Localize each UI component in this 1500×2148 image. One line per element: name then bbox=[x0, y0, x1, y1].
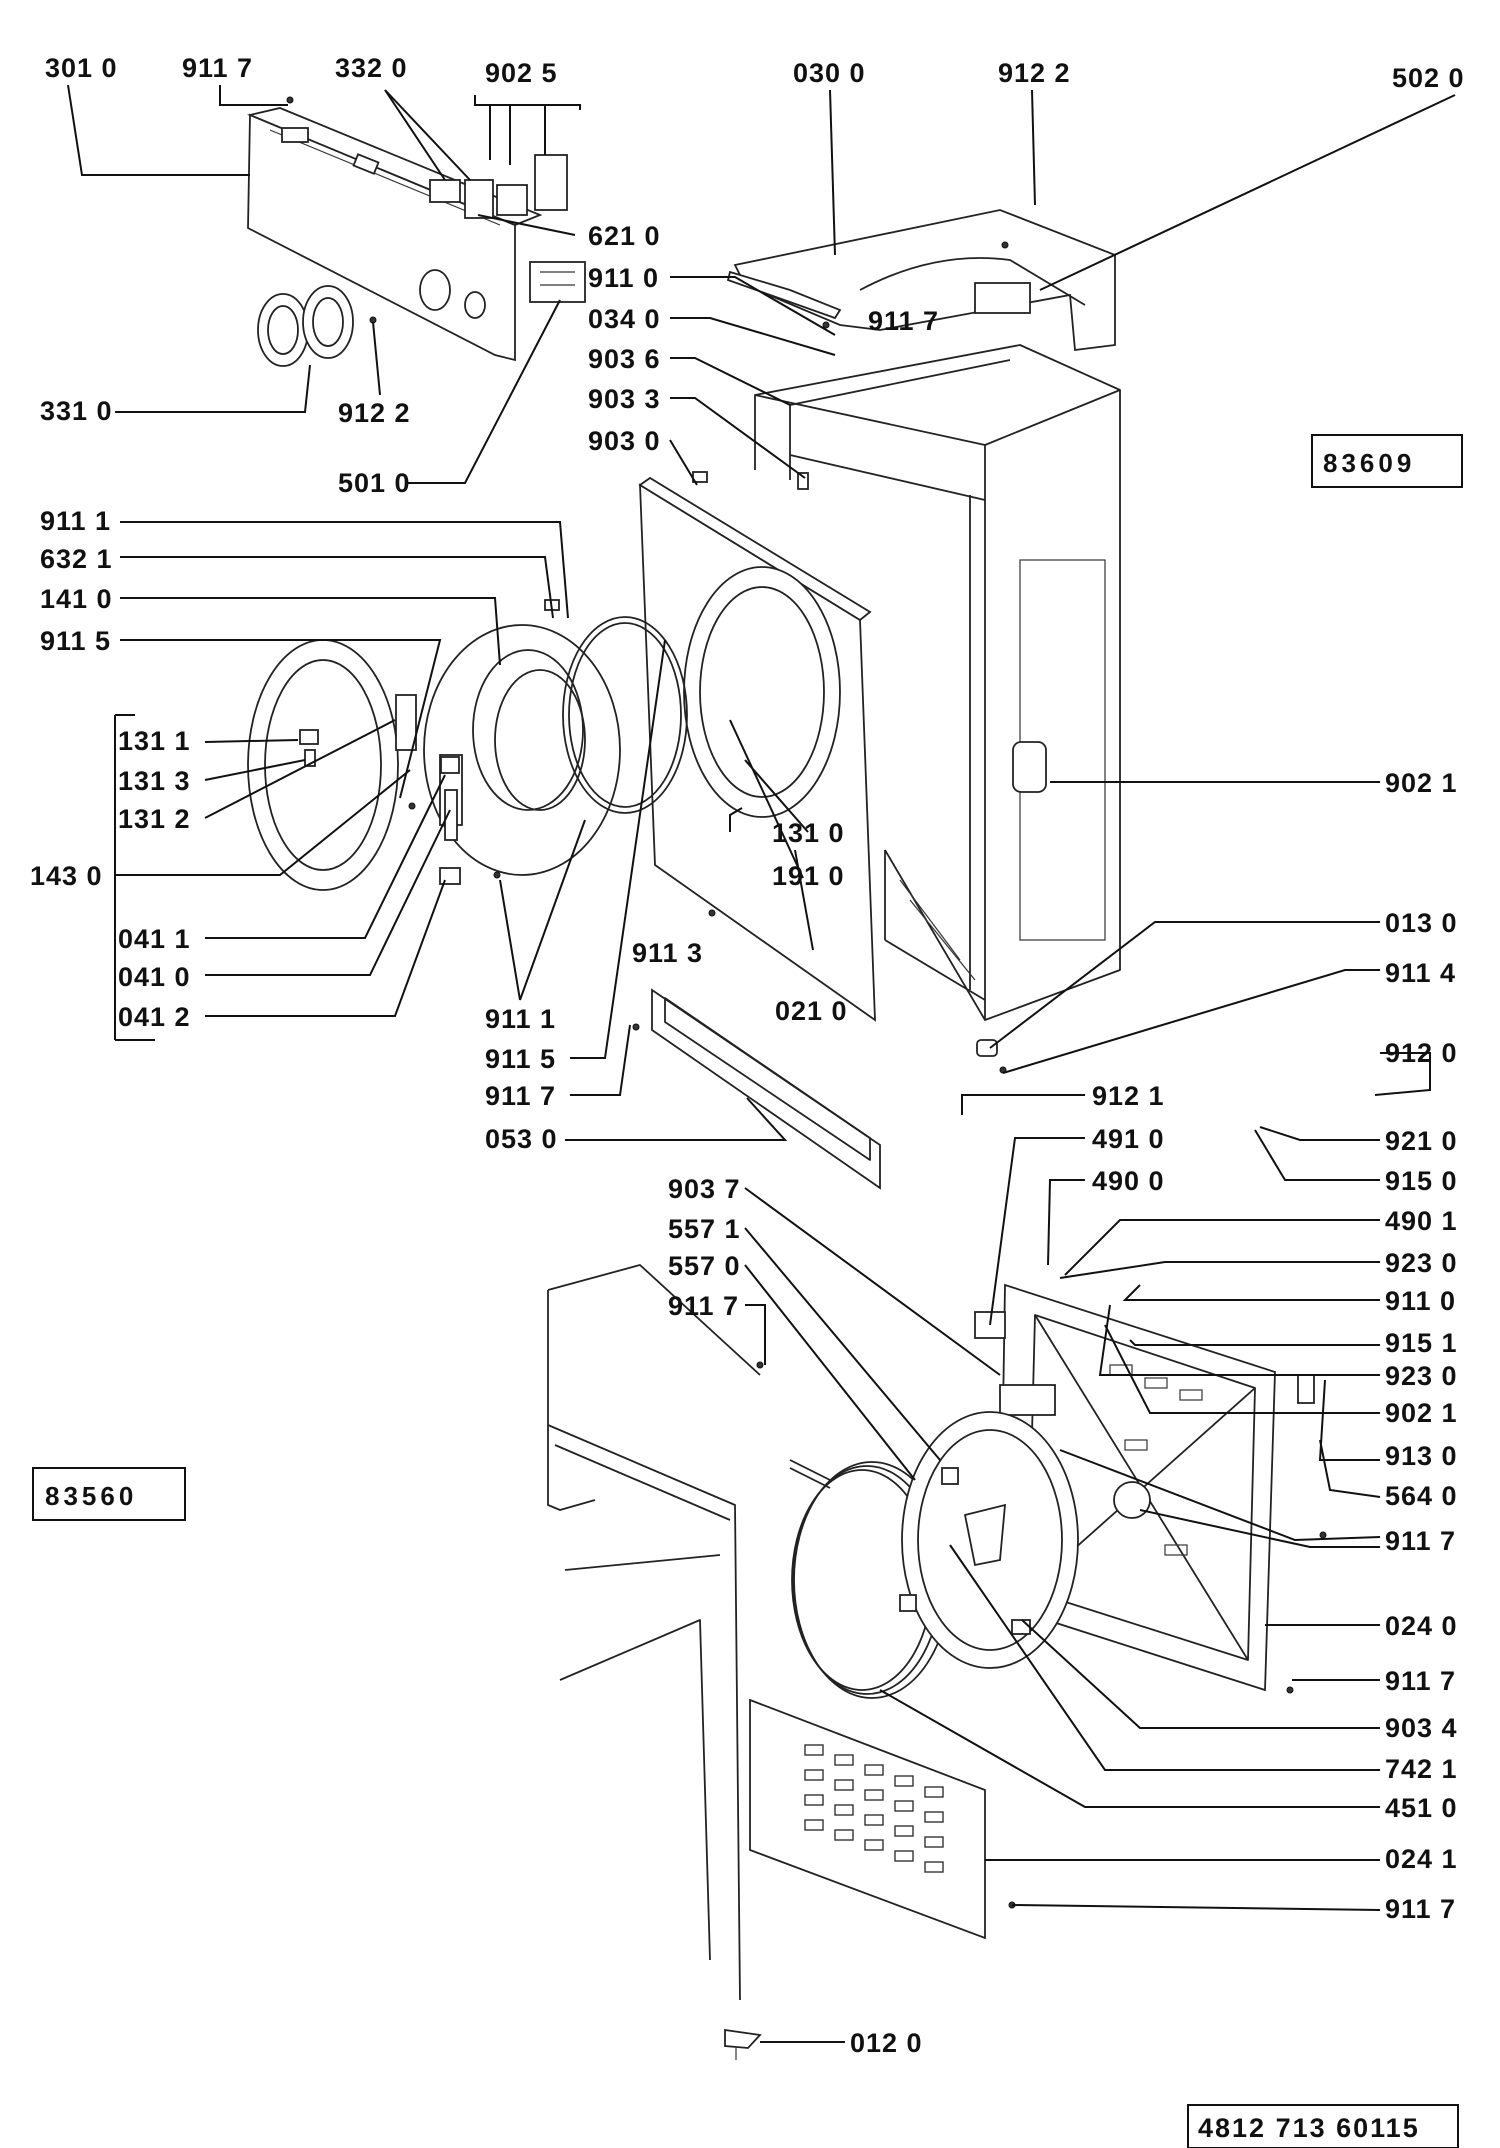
part-label: 912 0 bbox=[1385, 1038, 1458, 1068]
part-label: 742 1 bbox=[1385, 1754, 1458, 1784]
part-label: 911 7 bbox=[1385, 1526, 1456, 1556]
part-label: 913 0 bbox=[1385, 1441, 1458, 1471]
part-label: 491 0 bbox=[1092, 1124, 1165, 1154]
part-label: 911 0 bbox=[588, 263, 659, 293]
door-gasket-drawing bbox=[562, 616, 688, 814]
leader-lines bbox=[67, 84, 1456, 2043]
part-label: 632 1 bbox=[40, 544, 113, 574]
part-label: 911 3 bbox=[632, 938, 703, 968]
hinge-parts-drawing bbox=[439, 756, 461, 885]
part-label: 012 0 bbox=[850, 2028, 923, 2058]
lower-diagram-id-box: 83560 bbox=[32, 1467, 186, 1521]
part-label: 024 1 bbox=[1385, 1844, 1458, 1874]
back-grille-drawing bbox=[749, 1698, 986, 1940]
part-label: 053 0 bbox=[485, 1124, 558, 1154]
part-label: 911 7 bbox=[868, 306, 939, 336]
knob-rings-drawing bbox=[257, 285, 354, 367]
part-label: 490 0 bbox=[1092, 1166, 1165, 1196]
part-label: 911 1 bbox=[40, 506, 111, 536]
part-label: 911 0 bbox=[1385, 1286, 1456, 1316]
part-label: 557 1 bbox=[668, 1214, 741, 1244]
part-label: 331 0 bbox=[40, 396, 113, 426]
part-label: 921 0 bbox=[1385, 1126, 1458, 1156]
part-label: 030 0 bbox=[793, 58, 866, 88]
part-label: 903 4 bbox=[1385, 1713, 1458, 1743]
part-label: 911 5 bbox=[485, 1044, 556, 1074]
upper-diagram-id-box: 83609 bbox=[1311, 434, 1463, 488]
part-label: 912 2 bbox=[338, 398, 411, 428]
part-label: 041 2 bbox=[118, 1002, 191, 1032]
lower-diagram-id: 83560 bbox=[45, 1481, 137, 1511]
part-label: 131 2 bbox=[118, 804, 191, 834]
part-label: 903 0 bbox=[588, 426, 661, 456]
part-label: 915 0 bbox=[1385, 1166, 1458, 1196]
part-label: 911 7 bbox=[668, 1291, 739, 1321]
part-label: 911 7 bbox=[1385, 1894, 1456, 1924]
plinth-drawing bbox=[651, 988, 881, 1190]
part-label: 131 3 bbox=[118, 766, 191, 796]
part-label: 191 0 bbox=[772, 861, 845, 891]
part-label: 912 1 bbox=[1092, 1081, 1165, 1111]
heater-housing-drawing bbox=[899, 1411, 1079, 1669]
part-label: 131 1 bbox=[118, 726, 191, 756]
part-label: 911 7 bbox=[182, 53, 253, 83]
part-label: 041 0 bbox=[118, 962, 191, 992]
part-label: 501 0 bbox=[338, 468, 411, 498]
part-label: 911 5 bbox=[40, 626, 111, 656]
top-panel-drawing bbox=[726, 209, 1116, 352]
part-label: 903 7 bbox=[668, 1174, 741, 1204]
part-label: 923 0 bbox=[1385, 1361, 1458, 1391]
part-label: 490 1 bbox=[1385, 1206, 1458, 1236]
front-panel-drawing bbox=[638, 476, 1047, 1022]
part-label: 141 0 bbox=[40, 584, 113, 614]
part-label: 902 1 bbox=[1385, 768, 1458, 798]
part-label: 024 0 bbox=[1385, 1611, 1458, 1641]
part-label: 502 0 bbox=[1392, 63, 1465, 93]
part-label: 301 0 bbox=[45, 53, 118, 83]
part-label: 903 6 bbox=[588, 344, 661, 374]
part-label: 621 0 bbox=[588, 221, 661, 251]
part-label: 131 0 bbox=[772, 818, 845, 848]
part-label: 902 5 bbox=[485, 58, 558, 88]
part-label: 911 7 bbox=[1385, 1666, 1456, 1696]
part-label: 902 1 bbox=[1385, 1398, 1458, 1428]
part-labels: 301 0 911 7 332 0 902 5 030 0 912 2 502 … bbox=[30, 53, 1465, 2058]
switch-block-drawing bbox=[429, 154, 586, 303]
part-label: 041 1 bbox=[118, 924, 191, 954]
part-label: 923 0 bbox=[1385, 1248, 1458, 1278]
document-number: 4812 713 60115 bbox=[1198, 2113, 1420, 2143]
part-label: 332 0 bbox=[335, 53, 408, 83]
cabinet-frame-drawing bbox=[754, 344, 1121, 1021]
lower-cabinet-drawing bbox=[547, 1264, 761, 2001]
document-number-box: 4812 713 60115 bbox=[1187, 2104, 1459, 2148]
part-label: 911 7 bbox=[485, 1081, 556, 1111]
part-label: 564 0 bbox=[1385, 1481, 1458, 1511]
part-label: 451 0 bbox=[1385, 1793, 1458, 1823]
foot-drawing bbox=[724, 2028, 762, 2060]
part-label: 021 0 bbox=[775, 996, 848, 1026]
part-label: 912 2 bbox=[998, 58, 1071, 88]
part-label: 557 0 bbox=[668, 1251, 741, 1281]
part-label: 013 0 bbox=[1385, 908, 1458, 938]
part-label: 911 1 bbox=[485, 1004, 556, 1034]
part-label: 915 1 bbox=[1385, 1328, 1458, 1358]
part-label: 903 3 bbox=[588, 384, 661, 414]
part-label: 143 0 bbox=[30, 861, 103, 891]
upper-diagram-id: 83609 bbox=[1323, 448, 1415, 478]
part-label: 911 4 bbox=[1385, 958, 1456, 988]
part-label: 034 0 bbox=[588, 304, 661, 334]
door-frame-drawing bbox=[247, 639, 417, 891]
